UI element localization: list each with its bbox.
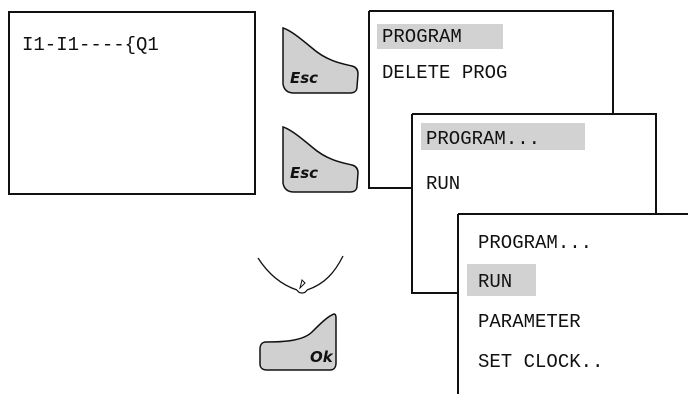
menu-2-outline <box>411 113 657 294</box>
menu-1-item-program[interactable]: PROGRAM <box>382 26 462 48</box>
menu-2-highlight <box>421 123 585 150</box>
menu-1-highlight <box>377 24 503 49</box>
ladder-rung-text: I1-I1----{Q1 <box>22 34 159 56</box>
menu-3-item-parameter[interactable]: PARAMETER <box>478 311 581 333</box>
menu-1-outline <box>368 10 614 189</box>
menu-2-item-run[interactable]: RUN <box>426 173 461 195</box>
esc-key-2[interactable]: Esc <box>280 123 360 195</box>
menu-2-item-program[interactable]: PROGRAM... <box>426 128 541 150</box>
menu-1-item-delete-prog[interactable]: DELETE PROG <box>382 62 508 84</box>
ladder-display <box>8 11 256 195</box>
menu-3-outline <box>457 213 688 394</box>
esc-key-1-label: Esc <box>290 69 318 87</box>
menu-3-item-set-clock[interactable]: SET CLOCK.. <box>478 351 604 373</box>
esc-key-2-label: Esc <box>290 164 318 182</box>
menu-3-highlight <box>467 264 536 296</box>
ok-key[interactable]: Ok <box>258 312 338 374</box>
cursor-pad-icon[interactable] <box>255 252 355 302</box>
esc-key-1[interactable]: Esc <box>280 24 360 96</box>
menu-screen-3 <box>458 214 688 394</box>
menu-3-item-program[interactable]: PROGRAM... <box>478 232 593 254</box>
menu-3-item-run[interactable]: RUN <box>478 271 513 293</box>
ok-key-label: Ok <box>310 348 334 366</box>
